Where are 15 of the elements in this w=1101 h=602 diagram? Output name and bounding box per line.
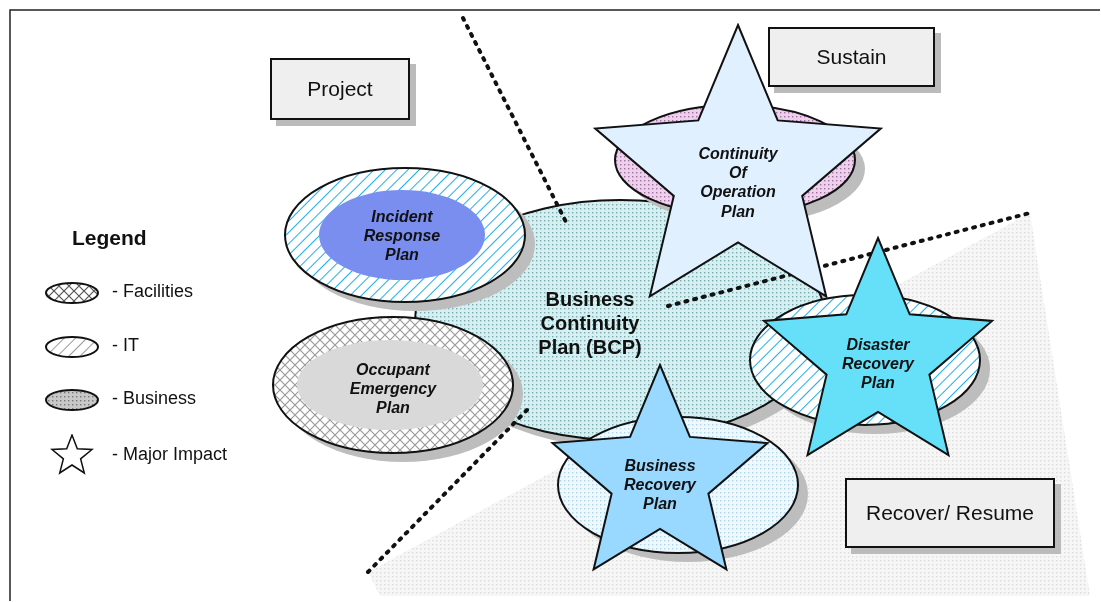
plan-ellipse-with-star [748,236,995,458]
plan-label: Business Continuity Plan (BCP) [525,287,655,359]
plan-label: Occupant Emergency Plan [348,360,438,418]
legend-label: - Facilities [112,281,193,302]
plan-ellipse-with-star [550,363,810,572]
legend-label: - Business [112,388,197,409]
plan-ellipse [283,166,537,314]
legend-label: - IT [112,335,139,356]
legend-label: - Major Impact [112,444,228,465]
legend-title: Legend [72,226,147,250]
plan-label: Continuity Of Operation Plan [697,143,779,221]
plan-ellipse [271,315,525,465]
plan-label: Business Recovery Plan [622,456,698,514]
plan-label: Disaster Recovery Plan [840,335,916,393]
plan-label: Incident Response Plan [362,207,442,265]
